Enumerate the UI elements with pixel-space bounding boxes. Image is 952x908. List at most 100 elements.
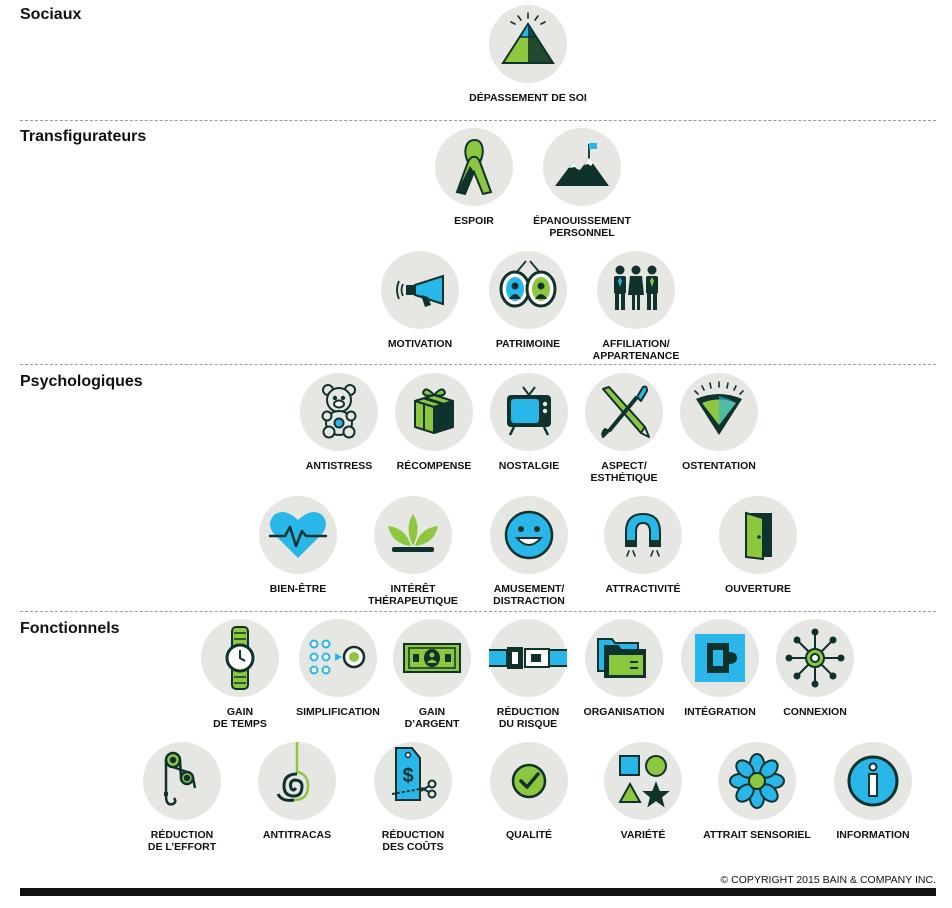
element-affiliation: AFFILIATION/APPARTENANCE	[576, 251, 696, 362]
portrait-frames-icon	[489, 251, 567, 329]
section-title-social: Sociaux	[20, 6, 82, 23]
pencil-brush-icon	[585, 373, 663, 451]
element-label: ESTHÉTIQUE	[590, 472, 658, 484]
element-label: RÉDUCTION	[381, 829, 445, 841]
badge-shield-icon	[680, 373, 758, 451]
element-label: NOSTALGIE	[498, 460, 560, 472]
pulley-hook-icon	[143, 742, 221, 820]
checkmark-circle-icon	[490, 742, 568, 820]
element-label: SIMPLIFICATION	[296, 706, 380, 718]
section-divider	[20, 364, 936, 365]
smiley-face-icon	[490, 496, 568, 574]
element-label: CONNEXION	[783, 706, 847, 718]
banknote-icon	[393, 619, 471, 697]
element-label: RÉDUCTION	[496, 706, 560, 718]
element-label: OSTENTATION	[682, 460, 756, 472]
ribbon-icon	[435, 128, 513, 206]
section-divider	[20, 611, 936, 612]
element-avoids-hassles: ANTITRACAS	[237, 742, 357, 841]
lotus-leaves-icon	[374, 496, 452, 574]
element-label: DU RISQUE	[498, 718, 558, 730]
mountain-flag-icon	[543, 128, 621, 206]
element-label: QUALITÉ	[505, 829, 553, 841]
element-label: INTÉRÊT	[390, 583, 436, 595]
magnet-icon	[604, 496, 682, 574]
element-label: PERSONNEL	[549, 227, 615, 239]
element-motivation: MOTIVATION	[360, 251, 480, 350]
section-title-functional: Fonctionnels	[20, 620, 120, 637]
gift-box-icon	[395, 373, 473, 451]
seatbelt-buckle-icon	[489, 619, 567, 697]
flower-icon	[718, 742, 796, 820]
element-label: DÉPASSEMENT DE SOI	[469, 92, 587, 104]
element-label: PATRIMOINE	[495, 338, 561, 350]
element-label: APPARTENANCE	[592, 350, 680, 362]
element-label: ATTRAIT SENSORIEL	[703, 829, 811, 841]
element-sensory-appeal: ATTRAIT SENSORIEL	[697, 742, 817, 841]
element-label: ORGANISATION	[583, 706, 665, 718]
element-label: AMUSEMENT/	[493, 583, 565, 595]
element-label: ASPECT/	[601, 460, 647, 472]
element-label: ÉPANOUISSEMENT	[533, 215, 631, 227]
folders-icon	[585, 619, 663, 697]
section-title-life-changing: Transfigurateurs	[20, 128, 147, 145]
element-quality: QUALITÉ	[469, 742, 589, 841]
element-label: D’ARGENT	[404, 718, 460, 730]
svg-text:$: $	[402, 765, 413, 787]
element-label: ANTISTRESS	[305, 460, 373, 472]
shapes-icon	[604, 742, 682, 820]
element-label: DES COÛTS	[382, 841, 444, 853]
element-integrates: INTÉGRATION	[660, 619, 780, 718]
element-label: MOTIVATION	[387, 338, 453, 350]
element-organizes: ORGANISATION	[564, 619, 684, 718]
element-attractiveness: ATTRACTIVITÉ	[583, 496, 703, 595]
section-divider	[20, 120, 936, 121]
untangle-arrow-icon	[258, 742, 336, 820]
megaphone-icon	[381, 251, 459, 329]
element-simplifies: SIMPLIFICATION	[278, 619, 398, 718]
network-hub-icon	[776, 619, 854, 697]
door-icon	[719, 496, 797, 574]
pyramid-icon	[489, 5, 567, 83]
element-label: ANTITRACAS	[262, 829, 332, 841]
retro-tv-icon	[490, 373, 568, 451]
element-label: VARIÉTÉ	[620, 829, 666, 841]
element-informs: INFORMATION	[813, 742, 933, 841]
element-hope: ESPOIR	[414, 128, 534, 227]
section-title-emotional: Psychologiques	[20, 373, 143, 390]
element-heirloom: PATRIMOINE	[468, 251, 588, 350]
element-label: GAIN	[418, 706, 446, 718]
element-variety: VARIÉTÉ	[583, 742, 703, 841]
element-label: OUVERTURE	[725, 583, 791, 595]
element-label: BIEN-ÊTRE	[269, 583, 327, 595]
element-fun-entertainment: AMUSEMENT/DISTRACTION	[469, 496, 589, 607]
element-self-transcendence: DÉPASSEMENT DE SOI	[468, 5, 588, 104]
element-label: THÉRAPEUTIQUE	[368, 595, 458, 607]
price-tag-scissors-icon: $	[374, 742, 452, 820]
element-design-aesthetics: ASPECT/ESTHÉTIQUE	[564, 373, 684, 484]
element-reduces-anxiety: ANTISTRESS	[279, 373, 399, 472]
teddy-bear-icon	[300, 373, 378, 451]
watch-icon	[201, 619, 279, 697]
element-label: RÉCOMPENSE	[396, 460, 472, 472]
heart-pulse-icon	[259, 496, 337, 574]
element-label: GAIN	[226, 706, 254, 718]
element-badge-value: OSTENTATION	[659, 373, 779, 472]
element-label: ATTRACTIVITÉ	[605, 583, 681, 595]
element-label: DE L’EFFORT	[147, 841, 217, 853]
element-label: DE TEMPS	[213, 718, 267, 730]
element-wellness: BIEN-ÊTRE	[238, 496, 358, 595]
element-label: DISTRACTION	[493, 595, 565, 607]
people-group-icon	[597, 251, 675, 329]
info-icon	[834, 742, 912, 820]
element-label: INFORMATION	[836, 829, 910, 841]
element-label: INTÉGRATION	[684, 706, 756, 718]
element-connects: CONNEXION	[755, 619, 875, 718]
element-rewards-me: RÉCOMPENSE	[374, 373, 494, 472]
